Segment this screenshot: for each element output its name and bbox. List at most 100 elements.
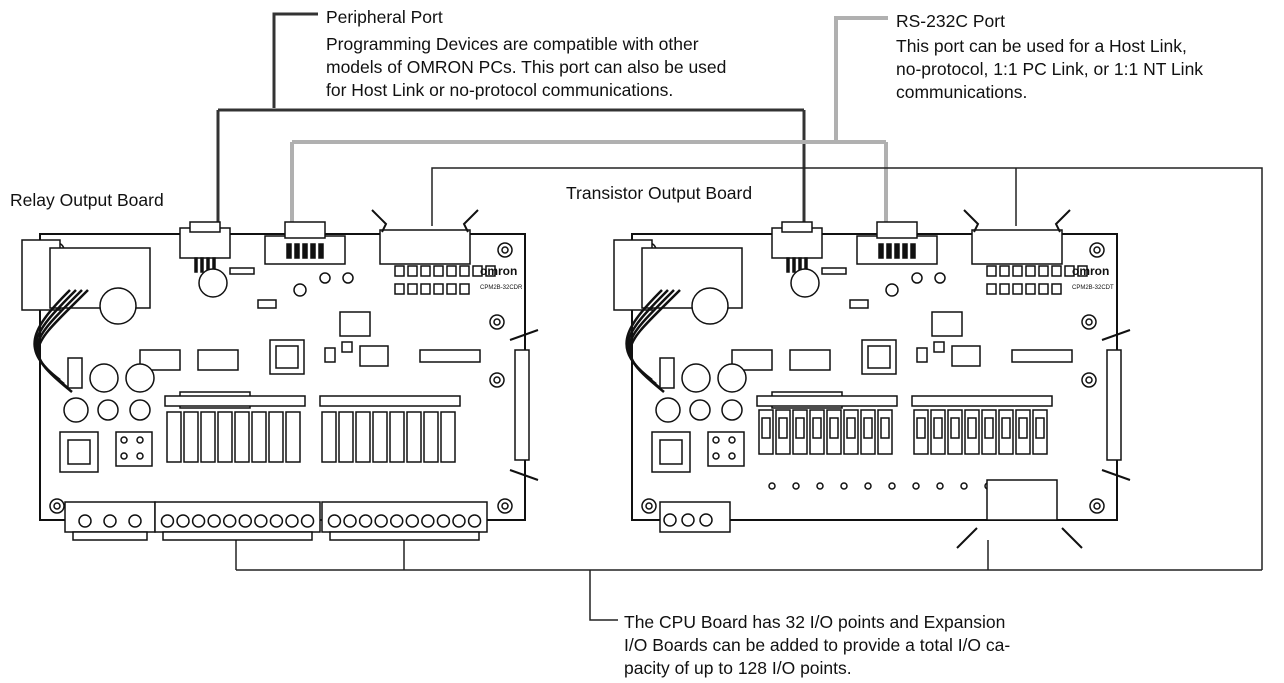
transistor-jumper-pin-2 <box>712 452 720 460</box>
transistor-latch-bottom <box>956 527 1083 549</box>
relay-relay-0-3 <box>217 411 233 463</box>
transistor-test-point-4 <box>864 482 872 490</box>
relay-terminal-screw-2-0 <box>327 514 342 528</box>
relay-transformer-core <box>67 439 91 465</box>
transistor-peripheral-port-top <box>781 221 813 233</box>
relay-led-row2-1 <box>407 283 418 295</box>
transistor-test-point-6 <box>912 482 920 490</box>
relay-terminal-screw-0-1 <box>103 514 117 528</box>
transistor-cap-b <box>717 363 747 393</box>
relay-terminal-screw-2-3 <box>374 514 388 528</box>
transistor-led-row1-3 <box>1025 265 1036 277</box>
relay-terminal-screw-1-4 <box>222 514 237 528</box>
transistor-led-row1-0 <box>986 265 997 277</box>
peripheral-callout-lines <box>216 12 806 228</box>
transistor-test-point-1 <box>792 482 800 490</box>
relay-resistor-array <box>419 349 481 363</box>
transistor-cap-d <box>689 399 711 421</box>
transistor-transistor-body-0-3 <box>812 417 822 439</box>
relay-relay-0-0 <box>166 411 182 463</box>
transistor-pot-2 <box>934 272 946 284</box>
relay-jumper-pin-1 <box>136 436 144 444</box>
relay-latch-top <box>371 209 479 233</box>
relay-mount-hole-inner-1 <box>501 246 509 254</box>
relay-rs232c-port-top <box>284 221 326 239</box>
transistor-terminal-screw-0-1 <box>681 513 695 527</box>
relay-peripheral-pin-0 <box>194 257 198 273</box>
relay-relay-1-3 <box>372 411 388 463</box>
relay-small-ic <box>257 299 277 309</box>
transistor-comp-1 <box>916 347 928 363</box>
transistor-transistor-body-1-5 <box>1001 417 1011 439</box>
transistor-reg <box>659 357 675 389</box>
transistor-output-board-label: Transistor Output Board <box>566 183 753 203</box>
transistor-transistor-body-0-2 <box>795 417 805 439</box>
relay-jumper-pin-0 <box>120 436 128 444</box>
relay-capacitor-top <box>198 268 228 298</box>
relay-latch-right <box>509 329 539 481</box>
relay-jumper-pin-2 <box>120 452 128 460</box>
relay-terminal-screw-2-5 <box>405 514 420 528</box>
relay-terminal-screw-0-2 <box>128 514 142 528</box>
transistor-chip-b <box>789 349 831 371</box>
transistor-brand-text: omron <box>1072 264 1109 278</box>
transistor-transformer-core <box>659 439 683 465</box>
peripheral-port-desc-2: models of OMRON PCs. This port can also … <box>326 57 727 77</box>
transistor-expansion-connector <box>971 229 1063 265</box>
transistor-led-row1-2 <box>1012 265 1023 277</box>
relay-terminal-screw-0-0 <box>78 514 92 528</box>
transistor-jumper-block <box>707 431 745 467</box>
transistor-transistor-body-1-1 <box>933 417 943 439</box>
transistor-transistor-body-1-6 <box>1018 417 1028 439</box>
rs232c-port-desc-2: no-protocol, 1:1 PC Link, or 1:1 NT Link <box>896 59 1204 79</box>
transistor-led-row2-5 <box>1051 283 1062 295</box>
transistor-jumper-pin-0 <box>712 436 720 444</box>
relay-relay-0-2 <box>200 411 216 463</box>
transistor-rs232c-pin-1 <box>886 243 892 259</box>
relay-led-row1-3 <box>433 265 444 277</box>
relay-mount-hole-inner-2 <box>53 502 61 510</box>
relay-rs232c-pin-3 <box>310 243 316 259</box>
relay-capacitor-big <box>99 287 137 325</box>
transistor-side-connector <box>1106 349 1122 461</box>
relay-terminal-base-0 <box>72 531 148 541</box>
relay-terminal-screw-2-9 <box>467 514 482 528</box>
rs232c-port-title: RS-232C Port <box>896 11 1005 31</box>
transistor-led-row2-3 <box>1025 283 1036 295</box>
transistor-cap-e <box>721 399 743 421</box>
transistor-jumper-pin-1 <box>728 436 736 444</box>
peripheral-port-desc-3: for Host Link or no-protocol communicati… <box>326 80 674 100</box>
transistor-test-point-3 <box>840 482 848 490</box>
relay-led-row1-2 <box>420 265 431 277</box>
relay-relay-1-0 <box>321 411 337 463</box>
transistor-rs232c-port-top <box>876 221 918 239</box>
relay-terminal-screw-1-9 <box>300 514 315 528</box>
relay-cap-d <box>97 399 119 421</box>
transistor-mount-hole-inner-5 <box>1085 376 1093 384</box>
relay-relay-0-1 <box>183 411 199 463</box>
transistor-cap-a <box>681 363 711 393</box>
relay-mount-hole-inner-5 <box>493 376 501 384</box>
transistor-led-row1-6 <box>1064 265 1075 277</box>
relay-dip-header <box>229 267 255 275</box>
relay-cap-b <box>125 363 155 393</box>
transistor-peripheral-pin-1 <box>792 257 796 273</box>
transistor-cpu-chip-inner <box>867 345 891 369</box>
transistor-transistor-body-0-5 <box>846 417 856 439</box>
relay-terminal-base-1 <box>162 531 313 541</box>
relay-wire-3 <box>36 289 89 393</box>
relay-relay-1-5 <box>406 411 422 463</box>
relay-relay-0-5 <box>251 411 267 463</box>
transistor-mount-hole-inner-1 <box>1093 246 1101 254</box>
rs232c-port-desc-3: communications. <box>896 82 1028 102</box>
relay-terminal-screw-2-6 <box>421 514 435 528</box>
transistor-rs232c-pin-2 <box>894 243 900 259</box>
transistor-transistor-body-0-6 <box>863 417 873 439</box>
expansion-callout-lines <box>235 167 1263 621</box>
transistor-dip-header <box>821 267 847 275</box>
relay-chip-b <box>197 349 239 371</box>
transistor-rs232c-pin-4 <box>910 243 916 259</box>
transistor-peripheral-port-housing <box>771 227 823 259</box>
relay-cap-a <box>89 363 119 393</box>
